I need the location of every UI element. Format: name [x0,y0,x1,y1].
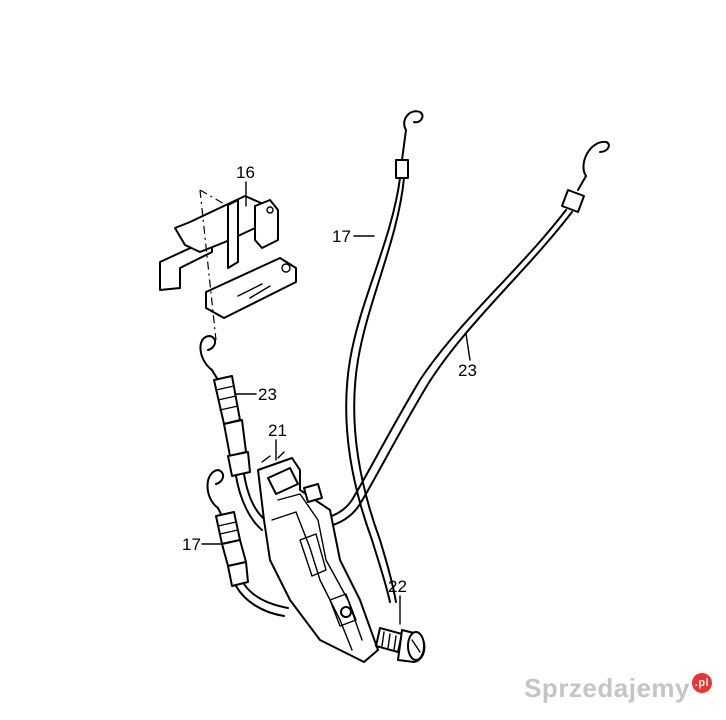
part-21-lever-housing [257,451,379,663]
watermark-logo: Sprzedajemy.pl [524,673,712,704]
cable-23-left [199,335,269,531]
label-21: 21 [268,421,287,440]
watermark-suffix: .pl [692,673,712,693]
part-16-bracket [159,189,297,341]
watermark-text: Sprzedajemy [524,673,690,703]
label-23-left: 23 [258,385,277,404]
cable-17-lower [206,469,289,617]
cable-23-right [299,140,610,531]
label-17-upper: 17 [332,227,351,246]
label-16: 16 [236,163,255,182]
leader-lines [201,181,471,625]
label-22: 22 [388,577,407,596]
cable-17-upper [345,110,424,603]
label-17-lower: 17 [182,535,201,554]
label-23-right: 23 [458,361,477,380]
part-22-screw [375,627,426,663]
